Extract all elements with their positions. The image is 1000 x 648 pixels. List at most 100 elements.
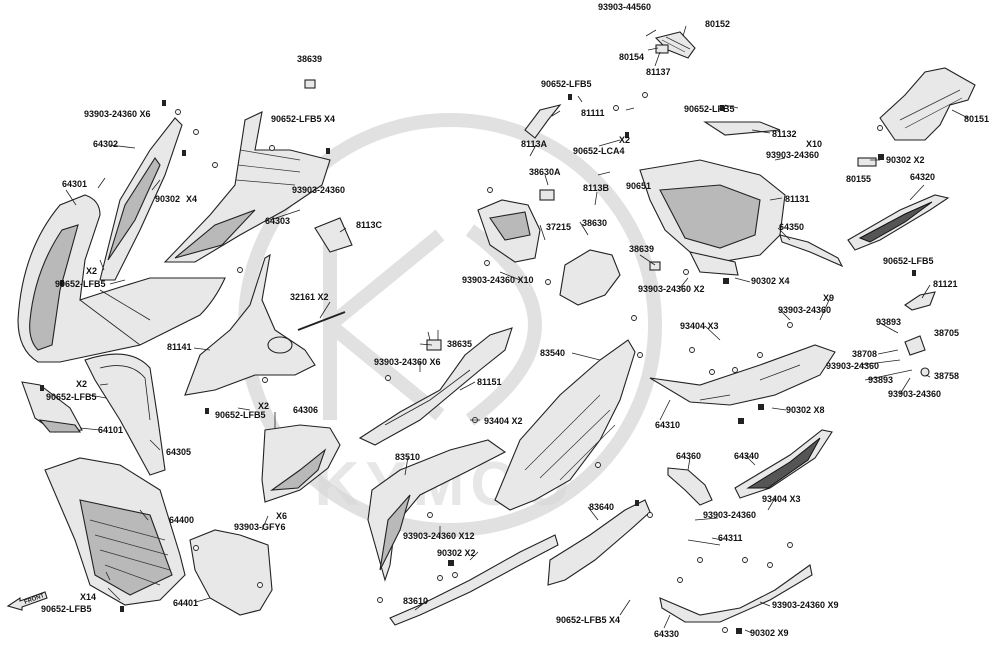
label: 93903-GFY6 [234, 522, 286, 532]
part-64400 [44, 457, 186, 606]
part-83540 [494, 339, 636, 511]
label: 83610 [403, 596, 428, 606]
part-64305 [84, 353, 166, 476]
label: 93903-24360 [292, 185, 345, 195]
part-labels: 93903-44560 80152 80154 81137 38639 9065… [41, 2, 989, 639]
label: 81151 [477, 377, 502, 387]
label: 90302 X2 [886, 155, 925, 165]
label: 83540 [540, 348, 565, 358]
part-81111 [524, 104, 562, 139]
label: 80151 [964, 114, 989, 124]
label: 64340 [734, 451, 759, 461]
part-64350 [779, 234, 844, 268]
label: X14 [80, 592, 96, 602]
part-64360 [667, 467, 713, 506]
label: 64401 [173, 598, 198, 608]
label: 81132 [772, 129, 797, 139]
label: X2 [258, 401, 269, 411]
label: 90652-LCA4 [573, 146, 625, 156]
label: 93893 [868, 375, 893, 385]
label: 93903-44560 [598, 2, 651, 12]
label: 93903-24360 [778, 305, 831, 315]
label: X2 [619, 135, 630, 145]
part-64303 [163, 111, 331, 263]
label: 81121 [933, 279, 958, 289]
label: X9 [823, 293, 834, 303]
label: 38635 [447, 339, 472, 349]
label: 64301 [62, 179, 87, 189]
part-8113A [477, 199, 541, 263]
label: 93903-24360 X12 [403, 531, 475, 541]
label: 80154 [619, 52, 644, 62]
label: 38639 [297, 54, 322, 64]
label: 93903-24360 X10 [462, 275, 534, 285]
label: X4 [186, 194, 197, 204]
label: 81137 [646, 67, 671, 77]
label: 64320 [910, 172, 935, 182]
part-64301-front-cover [17, 194, 226, 363]
part-38758 [920, 367, 930, 377]
label: 64302 [93, 139, 118, 149]
label: 93893 [876, 317, 901, 327]
label: 93404 X3 [762, 494, 801, 504]
part-64340 [734, 429, 833, 499]
part-81131-storage-box [639, 159, 786, 276]
label: 64360 [676, 451, 701, 461]
part-8113B [559, 249, 621, 306]
label: 64303 [265, 216, 290, 226]
label: 93404 X3 [680, 321, 719, 331]
fasteners [40, 92, 916, 634]
label: 90302 X9 [750, 628, 789, 638]
label: 93903-24360 X2 [638, 284, 705, 294]
label: 90652-LFB5 [55, 279, 106, 289]
label: 93404 X2 [484, 416, 523, 426]
part-64311 [687, 539, 721, 546]
label: 81111 [581, 108, 605, 118]
label: 93903-24360 X6 [84, 109, 151, 119]
label: X10 [806, 139, 822, 149]
part-83640 [547, 499, 651, 586]
label: 64330 [654, 629, 679, 639]
label: 38758 [934, 371, 959, 381]
label: X6 [276, 511, 287, 521]
part-81132 [703, 121, 781, 136]
label: 90651 [626, 181, 651, 191]
label: 90652-LFB5 [46, 392, 97, 402]
label: 90652-LFB5 X4 [556, 615, 620, 625]
part-80155 [857, 157, 877, 167]
label: 80152 [705, 19, 730, 29]
label: 83510 [395, 452, 420, 462]
label: 90652-LFB5 [684, 104, 735, 114]
part-64320 [847, 194, 950, 251]
part-81151 [358, 327, 513, 446]
label: 90652-LFB5 [215, 410, 266, 420]
part-81137 [655, 44, 669, 54]
part-64401 [189, 529, 273, 616]
label: 90652-LFB5 [541, 79, 592, 89]
part-32161 [297, 311, 346, 331]
label: 90302 X4 [751, 276, 790, 286]
label: 80155 [846, 174, 871, 184]
part-83510 [367, 439, 507, 582]
leader-lines [65, 25, 969, 634]
label: 90302 X8 [786, 405, 825, 415]
label: 93903-24360 X6 [374, 357, 441, 367]
label: 93903-24360 [703, 510, 756, 520]
label: X2 [86, 266, 97, 276]
part-64306 [261, 424, 341, 503]
label: 64350 [779, 222, 804, 232]
label: 8113B [583, 183, 610, 193]
label: 64400 [169, 515, 194, 525]
label: 81141 [167, 342, 192, 352]
part-81141 [184, 253, 316, 396]
label: 32161 X2 [290, 292, 329, 302]
part-64330 [659, 564, 813, 623]
label: 64310 [655, 420, 680, 430]
label: 90302 X2 [437, 548, 476, 558]
label: 93903-24360 [826, 361, 879, 371]
label: 93903-24360 [888, 389, 941, 399]
part-83610 [389, 534, 559, 626]
label: 64101 [98, 425, 123, 435]
part-38705 [904, 335, 926, 356]
